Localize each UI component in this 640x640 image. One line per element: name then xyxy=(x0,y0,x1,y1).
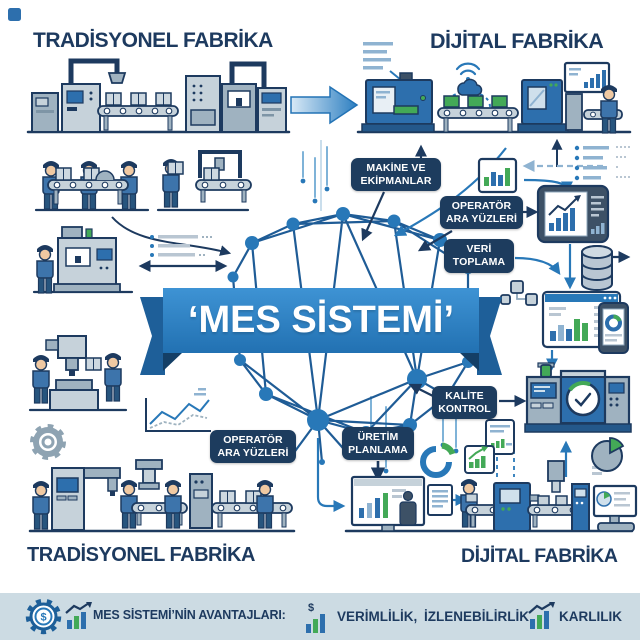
donut-chart-icon xyxy=(420,442,456,478)
callout-operator-interfaces-right: OPERATÖR ARA YÜZLERİ xyxy=(440,196,523,229)
callout-production-planning: ÜRETİM PLANLAMA xyxy=(342,427,414,460)
gear-icon xyxy=(30,424,66,460)
smartphone-donut-icon xyxy=(598,302,629,354)
callout-operator-interfaces-left: OPERATÖR ARA YÜZLERİ xyxy=(210,430,296,463)
bottom-left-factory-illustration xyxy=(28,459,296,533)
transition-arrow-icon xyxy=(290,85,359,125)
checklist-icon xyxy=(574,145,630,181)
mes-ribbon-banner xyxy=(140,288,502,375)
footer-benefits-bar: $ MES SİSTEMİ’NİN AVANTAJLARI: $ VERİMLİ… xyxy=(0,593,640,640)
database-icon xyxy=(581,245,613,291)
flow-nodes-icon xyxy=(500,280,538,306)
heading-traditional-bottom: TRADİSYONEL FABRİKA xyxy=(27,544,255,566)
svg-text:$: $ xyxy=(308,602,314,614)
cnc-worker-illustration xyxy=(32,226,212,294)
benefit-izlenebilirlik: İZLENEBİLİRLİK xyxy=(424,609,529,624)
pie-chart-icon xyxy=(591,437,625,472)
footer-title: MES SİSTEMİ’NİN AVANTAJLARI: xyxy=(93,608,286,622)
benefit-karlilik: KARLILIK xyxy=(559,609,622,624)
callout-machines-equipment: MAKİNE VE EKİPMANLAR xyxy=(351,158,441,191)
worker-figure xyxy=(600,84,618,134)
mes-banner-title: ‘MES SİSTEMİ’ xyxy=(187,298,455,341)
profit-chart-icon xyxy=(528,602,555,629)
quality-gauge-machine xyxy=(524,362,632,433)
heading-digital-bottom: DİJİTAL FABRİKA xyxy=(461,545,618,567)
efficiency-bars-icon: $ xyxy=(306,602,325,633)
corner-chip xyxy=(8,8,21,21)
traditional-factory-top-illustration xyxy=(26,58,291,134)
growth-chart-icon xyxy=(65,602,92,629)
svg-text:$: $ xyxy=(40,612,46,624)
tablet-chart-icon xyxy=(536,184,610,244)
benefit-verimlilik: VERİMLİLİK, xyxy=(337,609,418,624)
growth-bars-icon xyxy=(464,445,495,474)
press-workers-illustration xyxy=(28,335,128,412)
callout-quality-control: KALİTE KONTROL xyxy=(432,386,497,419)
heading-digital-top: DİJİTAL FABRİKA xyxy=(430,29,604,53)
digital-line-bottom-illustration xyxy=(344,460,638,533)
gear-dollar-icon: $ xyxy=(25,598,62,635)
heading-traditional-top: TRADİSYONEL FABRİKA xyxy=(33,29,273,52)
workers-conveyor-illustration xyxy=(34,150,252,212)
line-chart-icon xyxy=(145,388,211,432)
bar-chart-box-icon xyxy=(477,157,518,194)
digital-factory-top-illustration xyxy=(356,42,632,134)
callout-data-collection: VERİ TOPLAMA xyxy=(444,239,514,273)
